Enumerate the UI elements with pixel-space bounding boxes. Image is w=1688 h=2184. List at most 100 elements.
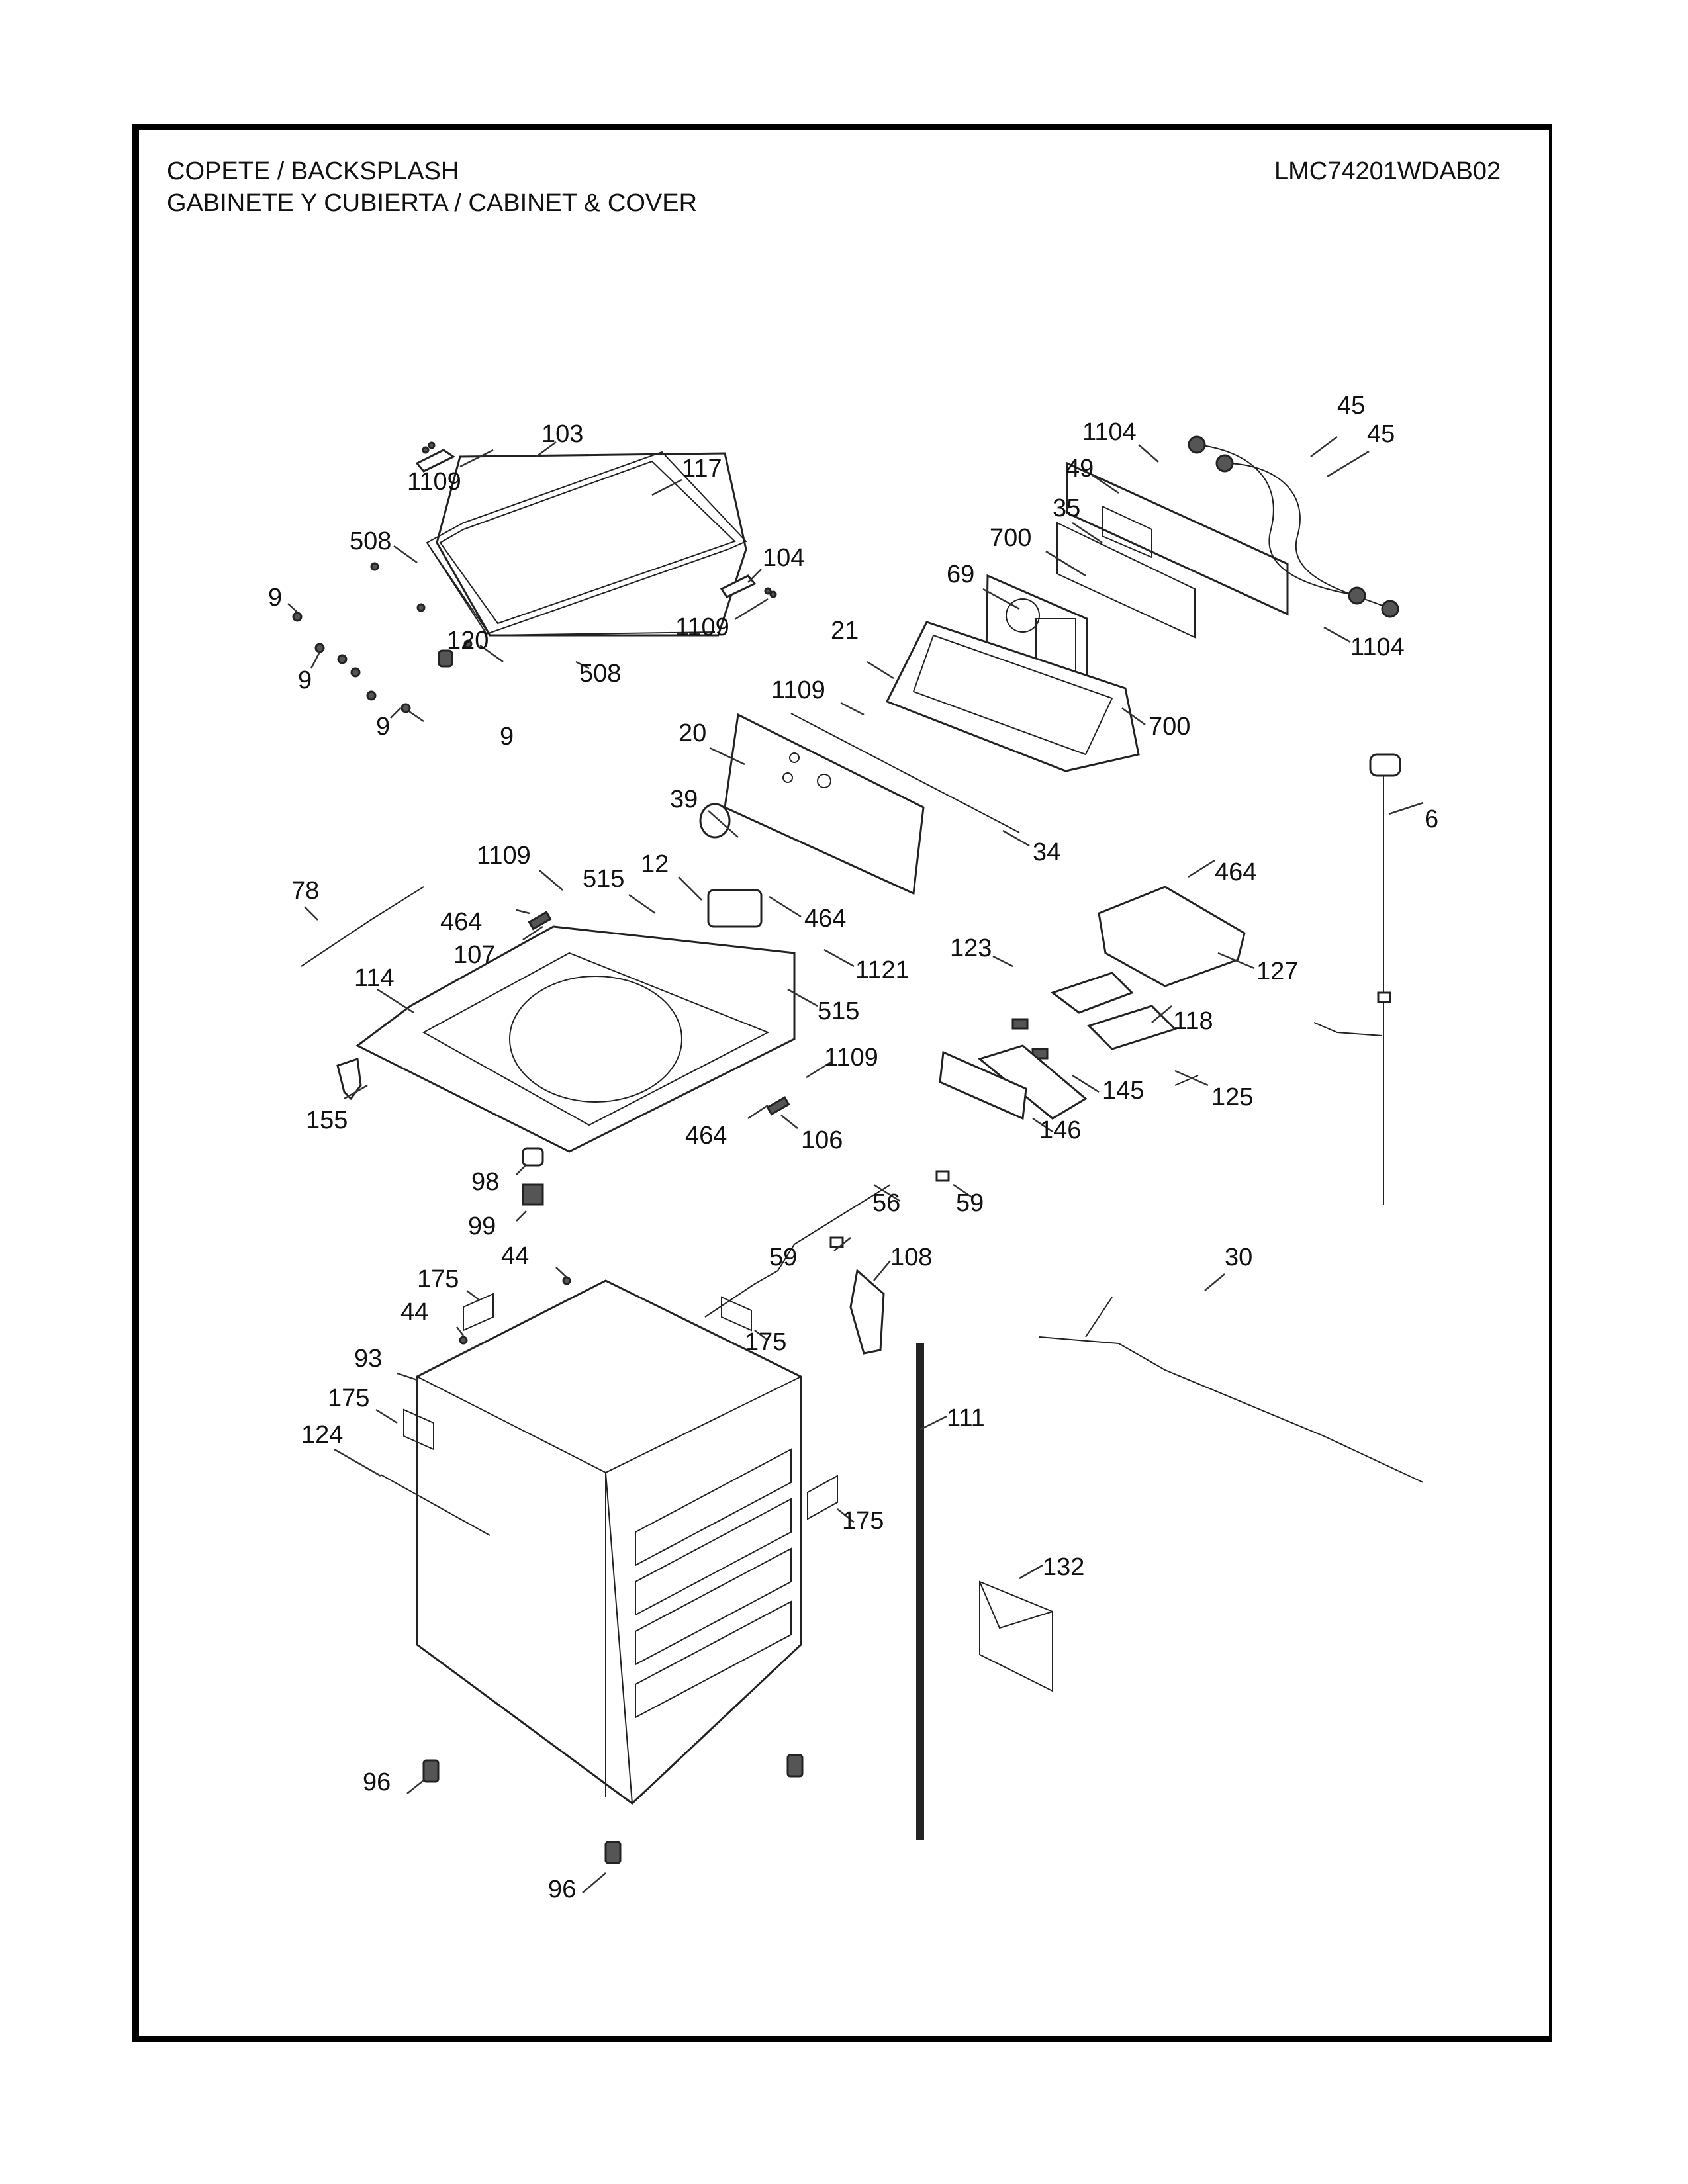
callout-146: 146 [1039,1116,1081,1144]
inlet-hose-drawing [1188,435,1399,618]
callout-515: 515 [818,997,859,1025]
callout-20: 20 [679,719,706,747]
callout-56: 56 [872,1189,900,1217]
callout-9: 9 [298,666,312,694]
power-cord-drawing [1313,753,1401,1205]
callout-132: 132 [1043,1553,1084,1581]
callout-93: 93 [354,1345,382,1373]
callout-515: 515 [583,865,624,893]
lid-lock-drawing [438,649,453,668]
drawer-drawing [977,1044,1088,1120]
callout-175: 175 [328,1385,369,1412]
top-plate-drawing [355,925,796,1153]
cabinet-drawing [416,1279,802,1805]
callout-59: 59 [956,1189,984,1217]
callout-39: 39 [670,786,698,813]
callout-1109: 1109 [477,842,531,870]
pump-cover-108 [849,1269,885,1355]
leader-lines [287,436,1424,1893]
control-panel-deco-drawing [724,713,925,895]
callout-21: 21 [831,617,859,645]
callout-44: 44 [400,1298,428,1326]
callout-464: 464 [1215,858,1256,886]
callout-59: 59 [769,1244,797,1271]
callout-111: 111 [947,1404,985,1432]
hinge-right-drawing [720,574,757,598]
callout-107: 107 [453,941,495,969]
callout-78: 78 [291,877,319,905]
trim-drawing [790,713,1020,833]
callout-175: 175 [417,1265,459,1293]
callout-96: 96 [363,1768,391,1796]
callout-9: 9 [500,723,514,751]
callout-1109: 1109 [675,614,729,641]
cover-98 [522,1147,544,1167]
clips-59 [829,1170,950,1248]
callout-44: 44 [501,1242,529,1270]
harness-78-drawing [301,886,424,967]
labels-175 [403,1293,838,1520]
callout-464: 464 [685,1122,727,1150]
rear-cover-drawing [1066,461,1289,616]
callout-508: 508 [350,527,391,555]
drawer-panel-drawing [939,1050,1027,1120]
callout-45: 45 [1337,392,1365,420]
control-panel-frame-drawing [885,621,1140,772]
lever-drawing [1174,1075,1199,1086]
leveling-legs-96 [422,1754,804,1864]
callout-464: 464 [804,905,846,933]
dispenser-housing-drawing [1098,886,1246,987]
callout-175: 175 [745,1328,786,1356]
lid-assembly-drawing [426,451,747,637]
callout-9: 9 [376,713,390,741]
callout-127: 127 [1256,958,1298,985]
drawing-frame [132,124,1552,2042]
inlet-valve-drawing [707,889,763,928]
callout-99: 99 [468,1212,496,1240]
callout-98: 98 [471,1168,499,1196]
callout-155: 155 [306,1107,348,1134]
callout-1104: 1104 [1350,633,1405,661]
model-number: LMC74201WDAB02 [1274,158,1501,185]
callout-6: 6 [1425,805,1438,833]
callout-30: 30 [1225,1244,1252,1271]
main-harness-30 [1039,1297,1424,1483]
callout-120: 120 [447,627,489,655]
callout-1109: 1109 [771,676,825,704]
callout-1109: 1109 [407,468,461,496]
callout-108: 108 [890,1244,932,1271]
callout-175: 175 [842,1507,884,1535]
label-drawing [1056,522,1196,639]
brace-124 [380,1474,491,1536]
callout-464: 464 [440,908,482,936]
section-title-backsplash: COPETE / BACKSPLASH [167,158,459,185]
callout-103: 103 [541,420,583,448]
harness-56-drawing [704,1184,891,1318]
manual-132 [979,1580,1053,1692]
hinge-bracket-106 [766,1096,790,1116]
callout-labels: 1109 103 117 508 104 9 1109 9 120 508 9 … [268,392,1438,1903]
callout-1121: 1121 [855,956,910,984]
callout-12: 12 [641,850,669,878]
callout-96: 96 [548,1876,576,1903]
handle-155-drawing [336,1057,362,1101]
hinge-left-drawing [415,449,456,473]
callout-508: 508 [579,660,621,688]
callout-123: 123 [950,934,992,962]
callout-106: 106 [801,1126,843,1154]
callout-35: 35 [1053,494,1080,522]
callout-45: 45 [1367,420,1395,448]
callout-145: 145 [1102,1077,1144,1105]
callout-34: 34 [1033,839,1060,866]
dispenser-tray-drawing [1050,972,1177,1050]
callout-9: 9 [268,584,282,612]
callout-118: 118 [1173,1007,1213,1035]
callout-124: 124 [301,1421,343,1449]
hinge-bracket-107 [528,911,552,931]
section-title-cabinet: GABINETE Y CUBIERTA / CABINET & COVER [167,189,698,217]
callout-104: 104 [763,544,804,572]
switch-99 [522,1183,544,1206]
callout-1109: 1109 [824,1044,878,1071]
callout-69: 69 [947,561,974,588]
callout-49: 49 [1066,455,1094,482]
